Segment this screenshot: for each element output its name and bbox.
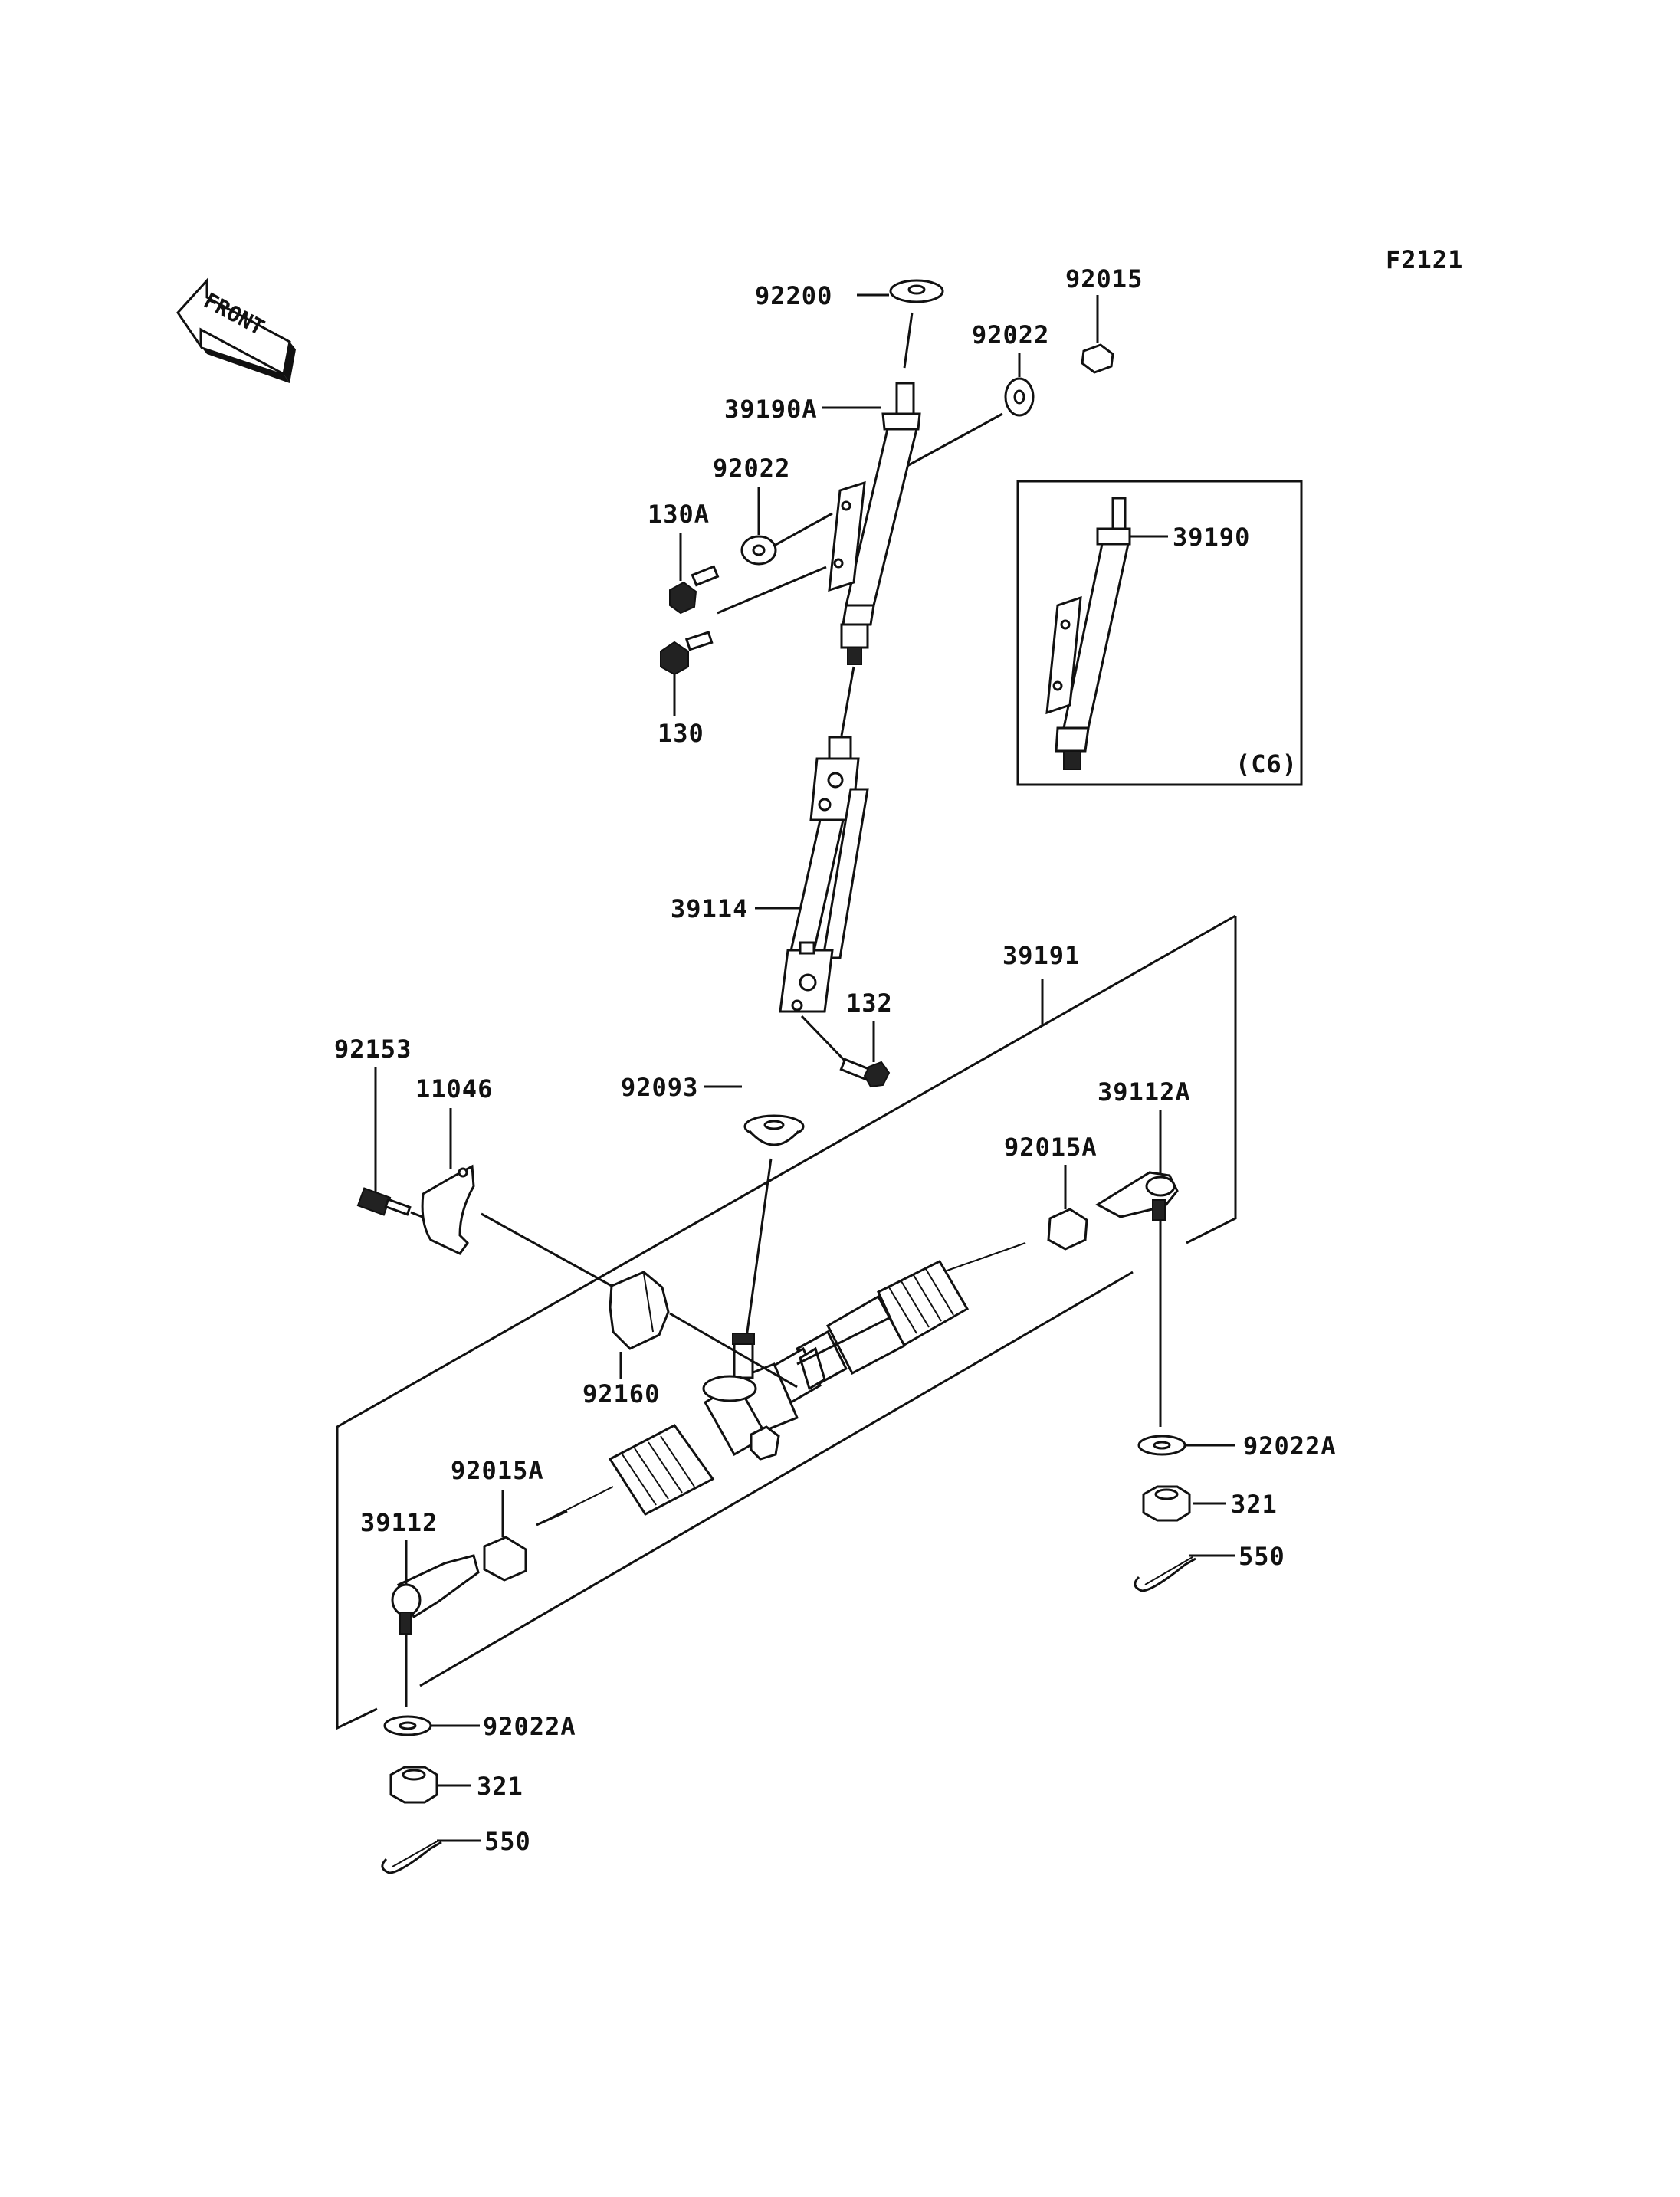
label-92093: 92093 bbox=[621, 1073, 698, 1102]
label-92022-mid: 92022 bbox=[713, 454, 790, 483]
seal-92093 bbox=[743, 1114, 805, 1146]
leader bbox=[743, 1158, 773, 1349]
cotter-pin-550-right bbox=[1134, 1556, 1196, 1592]
leader bbox=[717, 566, 827, 615]
label-39112: 39112 bbox=[360, 1508, 438, 1537]
tie-rod-end-39112A bbox=[1094, 1171, 1179, 1221]
figure-code: F2121 bbox=[1386, 245, 1463, 274]
bolt-130 bbox=[660, 631, 714, 676]
label-92022-top: 92022 bbox=[972, 320, 1049, 349]
leader bbox=[796, 1317, 890, 1366]
leader bbox=[800, 1015, 846, 1062]
washer-92022A-left bbox=[383, 1715, 432, 1736]
nut-92015 bbox=[1081, 343, 1114, 374]
front-arrow-icon: FRONT bbox=[176, 277, 296, 383]
spacer-92015A-left bbox=[483, 1536, 527, 1582]
label-39112A: 39112A bbox=[1098, 1077, 1191, 1107]
label-550-right: 550 bbox=[1239, 1542, 1285, 1571]
assembly-outline-left bbox=[336, 914, 1236, 1730]
assembly-outline-right bbox=[1186, 916, 1237, 1244]
label-321-right: 321 bbox=[1231, 1490, 1278, 1519]
label-92015A-right: 92015A bbox=[1004, 1133, 1098, 1162]
label-92022A-right: 92022A bbox=[1243, 1431, 1337, 1461]
label-132: 132 bbox=[846, 989, 893, 1018]
label-321-left: 321 bbox=[477, 1772, 523, 1801]
inset-box bbox=[1016, 480, 1303, 786]
clamp-11046 bbox=[421, 1164, 475, 1255]
castle-nut-321-left bbox=[389, 1766, 438, 1804]
label-39190: 39190 bbox=[1173, 523, 1250, 552]
label-92160: 92160 bbox=[582, 1379, 660, 1408]
label-550-left: 550 bbox=[484, 1827, 531, 1856]
label-39114: 39114 bbox=[671, 894, 748, 923]
label-130A: 130A bbox=[648, 500, 710, 529]
leader bbox=[840, 666, 855, 736]
leader bbox=[904, 412, 1003, 469]
inset-label: (C6) bbox=[1235, 749, 1298, 779]
bolt-130A bbox=[669, 565, 720, 615]
label-39190A: 39190A bbox=[724, 395, 818, 424]
cotter-pin-550-left bbox=[381, 1840, 442, 1874]
leader bbox=[536, 1510, 568, 1526]
leader bbox=[669, 1312, 798, 1389]
intermediate-shaft-39114 bbox=[779, 736, 869, 1013]
washer-92022A-right bbox=[1137, 1435, 1186, 1456]
label-11046: 11046 bbox=[415, 1074, 493, 1103]
label-92022A-left: 92022A bbox=[483, 1712, 576, 1741]
washer-92022-mid bbox=[740, 535, 777, 566]
bolt-132 bbox=[839, 1058, 891, 1088]
assembly-outline-bottom bbox=[419, 1271, 1134, 1687]
leader bbox=[773, 512, 833, 547]
bolt-92153 bbox=[356, 1187, 412, 1216]
leader bbox=[481, 1212, 612, 1287]
steering-column-39190A bbox=[828, 382, 921, 665]
label-39191: 39191 bbox=[1002, 941, 1080, 970]
label-92015: 92015 bbox=[1065, 264, 1143, 293]
label-92015A-left: 92015A bbox=[451, 1456, 544, 1485]
castle-nut-321-right bbox=[1142, 1485, 1191, 1522]
label-92153: 92153 bbox=[334, 1035, 412, 1064]
spacer-92015A-right bbox=[1047, 1208, 1088, 1251]
washer-92022-top bbox=[1004, 377, 1035, 417]
washer-92200 bbox=[889, 279, 944, 303]
label-92200: 92200 bbox=[755, 281, 832, 310]
steering-column-39190 bbox=[1045, 497, 1131, 770]
leader bbox=[903, 312, 914, 369]
label-130: 130 bbox=[658, 719, 704, 748]
